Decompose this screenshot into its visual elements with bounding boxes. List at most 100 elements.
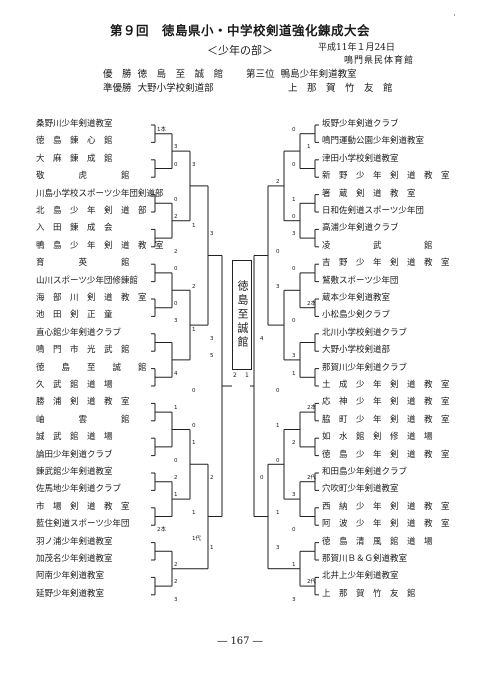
- right-match-score: 0: [260, 475, 264, 481]
- right-team: 那賀川Ｂ＆Ｇ剣道教室: [322, 554, 408, 564]
- left-match-score: 2: [174, 248, 178, 255]
- right-match-score: 1: [292, 562, 296, 568]
- left-team: 錬武館少年剣道教室: [36, 467, 113, 477]
- right-match-score: 0: [292, 161, 296, 168]
- right-match-score: 2本: [307, 301, 316, 307]
- right-team: 土 成 少 年 剣 道 教 室: [322, 380, 450, 390]
- right-match-score: 3: [292, 353, 296, 360]
- left-team: 池 田 剣 正 童: [36, 310, 113, 321]
- left-match-score: 2: [210, 475, 214, 481]
- right-team: 那賀川少年剣道クラブ: [322, 362, 408, 373]
- right-team: 日和佐剣道スポーツ少年団: [322, 206, 424, 216]
- right-team: 北井上少年剣道教室: [322, 571, 399, 582]
- event-venue: 鳴門県民体育館: [344, 56, 415, 66]
- left-match-score: 1: [192, 509, 196, 516]
- right-team: 西 納 少 年 剣 道 教 室: [322, 501, 450, 512]
- result-rank: 優 勝: [103, 69, 132, 80]
- left-team: 延野少年剣道教室: [36, 588, 105, 599]
- left-match-score: 2: [192, 283, 196, 290]
- left-match-score: 2: [174, 214, 178, 220]
- left-team: 徳 島 錬 心 館: [36, 136, 113, 147]
- left-team: 育 英 館: [36, 258, 130, 269]
- left-match-score: 0: [192, 388, 196, 394]
- champion-box: 徳島至誠館: [232, 260, 252, 370]
- final-score-right: 1: [245, 372, 249, 379]
- left-match-score: 3: [210, 335, 214, 342]
- right-team: 鳴門運動公園少年剣道教室: [322, 136, 425, 147]
- result-runner-up: 準優勝 大野小学校剣道部: [103, 80, 214, 94]
- left-match-score: 2: [174, 475, 178, 481]
- left-match-score: 1: [174, 405, 178, 412]
- left-match-score: 2: [174, 579, 178, 586]
- right-team: 小松島少剣クラブ: [322, 310, 391, 321]
- left-match-score: 3: [174, 318, 178, 325]
- left-match-score: 3: [174, 596, 178, 603]
- right-team: 徳 島 清 風 館 道 場: [322, 536, 433, 547]
- left-match-score: 3: [192, 161, 196, 168]
- left-match-score: 0: [174, 161, 178, 168]
- left-match-score: 3: [174, 144, 178, 151]
- result-rank: 第三位: [246, 69, 275, 80]
- right-match-score: 4: [260, 335, 264, 342]
- right-team: 凌 武 館: [322, 240, 433, 251]
- result-team: 鴨島少年剣道教室: [280, 69, 357, 80]
- division-subtitle: ＜少年の部＞: [207, 44, 273, 57]
- left-team: 敬 虎 館: [36, 171, 130, 182]
- right-team: 如 水 館 剣 修 道 場: [322, 432, 433, 443]
- left-match-score: 5: [210, 353, 214, 360]
- left-team: 市 場 剣 道 教 室: [36, 501, 130, 512]
- right-match-score: 1: [292, 196, 296, 203]
- right-match-score: 2: [276, 179, 280, 186]
- right-team: 鷲敷スポーツ少年団: [322, 275, 399, 286]
- left-match-score: 1: [174, 492, 178, 499]
- right-match-score: 1: [307, 144, 311, 151]
- left-team: 徳 島 至 誠 館: [36, 362, 147, 373]
- right-match-score: 0: [292, 527, 296, 534]
- result-team: 徳 島 至 誠 館: [137, 69, 224, 80]
- right-team: 吉 野 少 年 剣 道 教 室: [322, 258, 450, 269]
- right-match-score: 1: [276, 422, 280, 429]
- left-team: 直心館少年剣道クラブ: [36, 327, 122, 338]
- page-number: ― 167 ―: [217, 636, 263, 647]
- right-match-score: 1: [292, 370, 296, 377]
- left-match-score: 0: [192, 422, 196, 429]
- right-match-score: 2: [292, 440, 296, 447]
- right-team: 徳 島 少 年 剣 道 教 室: [322, 449, 450, 460]
- left-team: 入 田 錬 成 会: [36, 223, 113, 234]
- right-team: 応 神 少 年 剣 道 教 室: [322, 397, 450, 408]
- left-match-score: 0: [174, 196, 178, 203]
- right-team: 坂野少年剣道クラブ: [322, 119, 399, 129]
- left-team: 誠 武 館 道 場: [36, 432, 113, 443]
- right-match-score: 0: [292, 127, 296, 133]
- left-match-score: 0: [174, 301, 178, 307]
- left-team: 加茂名少年剣道教室: [36, 554, 113, 564]
- right-match-score: 0: [292, 318, 296, 325]
- left-match-score: 1: [192, 327, 196, 334]
- right-match-score: 3: [276, 283, 280, 290]
- left-team: 山川スポーツ少年団修錬館: [36, 275, 138, 286]
- left-team: 藍住剣道スポーツ少年団: [36, 519, 130, 530]
- left-team: 久 武 館 道 場: [36, 380, 113, 390]
- right-team: 穴吹町少年剣道教室: [322, 484, 399, 495]
- left-team: 北 島 少 年 剣 道 部: [36, 206, 147, 216]
- right-match-score: 3: [292, 492, 296, 499]
- left-team: 大 麻 錬 成 館: [36, 153, 113, 164]
- left-match-score: 2本: [157, 527, 166, 534]
- result-champion: 優 勝 徳 島 至 誠 館: [103, 66, 223, 80]
- right-team: 和田島少年剣道クラブ: [322, 467, 408, 477]
- right-team: 高浦少年剣道クラブ: [322, 223, 399, 234]
- result-third-place: 第三位 鴨島少年剣道教室: [246, 66, 357, 80]
- right-team: 上 那 賀 竹 友 館: [322, 588, 416, 599]
- left-team: 論田少年剣道クラブ: [36, 449, 113, 460]
- right-match-score: 0: [292, 214, 296, 220]
- corner-mark: ・: [452, 13, 458, 19]
- result-rank: 準優勝: [103, 83, 132, 94]
- left-team: 鴨 島 少 年 剣 道 教 室: [36, 240, 164, 251]
- right-match-score: 1: [276, 509, 280, 516]
- right-team: 蔵本少年剣道教室: [322, 293, 391, 303]
- left-team: 川島小学校スポーツ少年団剣道部: [36, 188, 164, 199]
- right-team: 脇 町 少 年 剣 道 教 室: [322, 414, 450, 425]
- right-match-score: 3: [276, 544, 280, 551]
- right-team: 津田小学校剣道教室: [322, 153, 399, 164]
- left-team: 岫 雲 館: [36, 414, 130, 425]
